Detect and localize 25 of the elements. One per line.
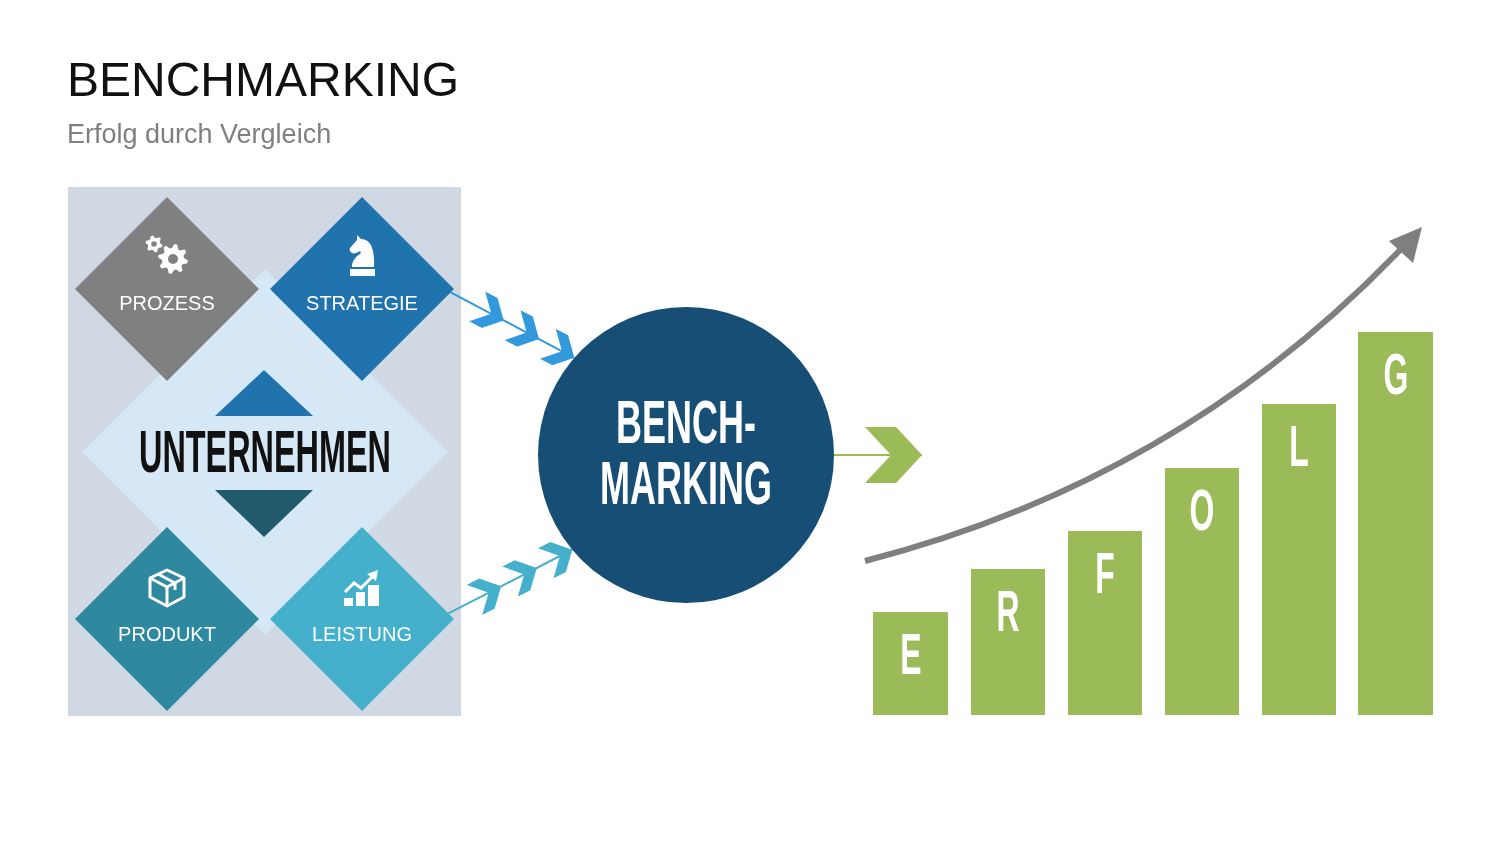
bar-letter: R: [996, 582, 1020, 640]
category-diamond: [270, 527, 454, 711]
chart-bar: [1262, 404, 1336, 715]
chart-bar: [1068, 531, 1142, 715]
chart-bar: [971, 569, 1045, 715]
bar-letter: F: [1095, 544, 1115, 602]
category-diamond: [270, 197, 454, 381]
chart-bar: [1358, 332, 1433, 715]
diamond-label: PRODUKT: [118, 622, 216, 646]
category-diamond: [75, 197, 259, 381]
slide-title: BENCHMARKING: [67, 52, 460, 108]
category-diamond: [75, 527, 259, 711]
diamond-label: STRATEGIE: [306, 291, 418, 315]
circle-label: BENCH- MARKING: [599, 391, 773, 513]
bar-letter: O: [1189, 481, 1215, 539]
bar-letter: G: [1383, 345, 1408, 403]
slide-subtitle: Erfolg durch Vergleich: [67, 118, 332, 150]
center-label: UNTERNEHMEN: [139, 422, 391, 482]
chart-bar: [873, 612, 948, 715]
background-panel: [68, 187, 461, 716]
chart-bar: [1165, 468, 1239, 715]
diamond-label: PROZESS: [119, 291, 215, 315]
bar-letter: E: [899, 625, 922, 683]
diamond-label: LEISTUNG: [312, 622, 412, 646]
bar-letter: L: [1289, 417, 1309, 475]
